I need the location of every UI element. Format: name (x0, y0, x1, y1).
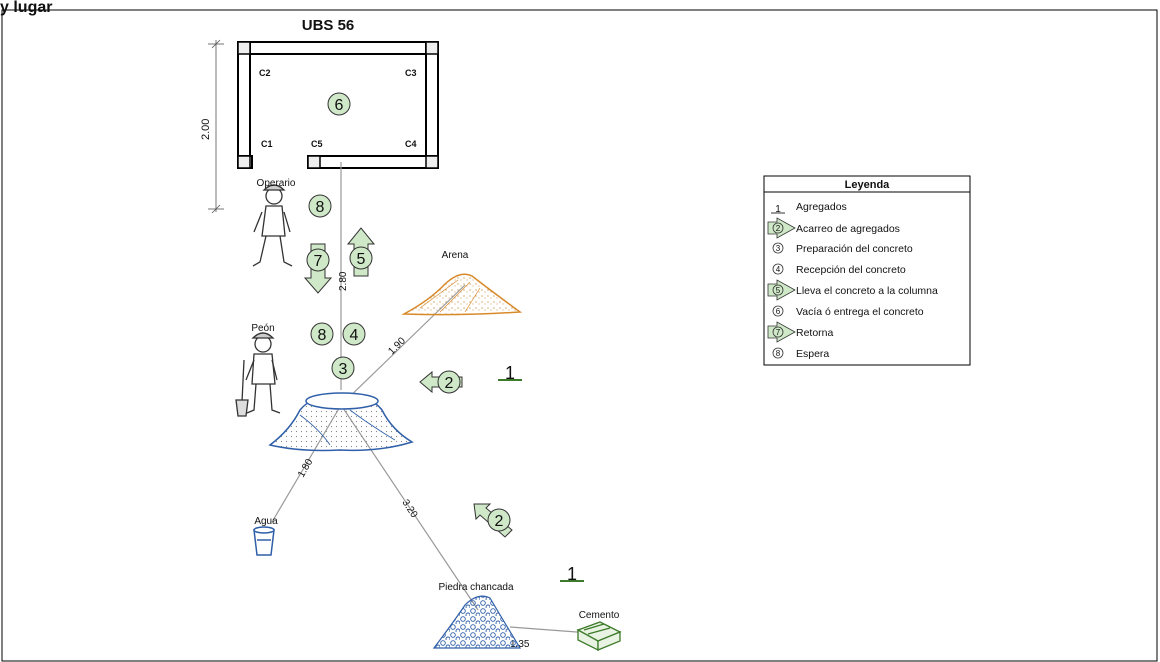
dim-label-3-20: 3.20 (399, 498, 419, 521)
svg-text:Agregados: Agregados (796, 201, 847, 213)
legend-item-1: 1 Agregados (771, 201, 847, 215)
svg-text:7: 7 (776, 328, 781, 337)
column-c1-square (237, 155, 251, 169)
peon-figure (235, 332, 281, 417)
legend-item-5: 5 Lleva el concreto a la columna (767, 279, 938, 301)
legend-title: Leyenda (845, 179, 891, 191)
svg-text:Espera: Espera (796, 348, 829, 360)
dim-label-2-80: 2.80 (338, 271, 349, 291)
svg-text:Retorna: Retorna (796, 327, 834, 339)
header-text: y lugar (0, 0, 52, 16)
svg-text:1: 1 (567, 564, 577, 584)
svg-text:Lleva el concreto a la columna: Lleva el concreto a la columna (796, 285, 938, 297)
step-marker-2-arena: 2 (419, 370, 463, 394)
piedra-label: Piedra chancada (438, 582, 513, 593)
legend-item-4: 4 Recepción del concreto (772, 263, 906, 276)
cemento-bags-icon (576, 621, 622, 652)
legend-item-2: 2 Acarreo de agregados (767, 217, 900, 239)
svg-text:1: 1 (775, 204, 781, 215)
svg-text:Acarreo de agregados: Acarreo de agregados (796, 223, 900, 235)
column-label-c5: C5 (311, 139, 323, 149)
dim-label-1-35: 1.35 (510, 639, 530, 650)
column-c2-square (237, 41, 251, 55)
legend-item-8: 8 Espera (772, 347, 829, 360)
legend-item-7: 7 Retorna (767, 321, 834, 343)
step-marker-3: 3 (331, 356, 355, 380)
step-marker-8-top: 8 (308, 194, 332, 218)
svg-text:3: 3 (339, 361, 348, 378)
svg-text:Preparación del concreto: Preparación del concreto (796, 243, 913, 255)
mixing-pile (268, 392, 414, 452)
svg-text:8: 8 (776, 349, 781, 358)
dim-label-1-90: 1.90 (386, 335, 408, 357)
svg-text:7: 7 (314, 253, 323, 270)
svg-text:4: 4 (776, 265, 781, 274)
height-dimension: 2.00 (200, 39, 224, 214)
svg-text:8: 8 (318, 327, 327, 344)
piedra-chancada-pile (432, 595, 522, 649)
building-plan (237, 41, 439, 169)
svg-text:3: 3 (776, 244, 781, 253)
svg-text:1: 1 (505, 363, 515, 383)
dim-height-label: 2.00 (200, 119, 212, 140)
operario-figure (252, 184, 293, 267)
svg-text:5: 5 (776, 286, 781, 295)
step-marker-1-arena: 1 (498, 363, 522, 383)
column-c3-square (425, 41, 439, 55)
arena-pile (401, 273, 523, 316)
step-marker-6: 6 (327, 92, 351, 116)
column-c4-square (425, 155, 439, 169)
agua-label: Agua (254, 516, 278, 527)
outer-frame (1, 9, 1158, 662)
column-label-c4: C4 (405, 139, 417, 149)
step-marker-1-piedra: 1 (560, 564, 584, 584)
step-marker-2-piedra: 2 (473, 503, 513, 538)
step-marker-4: 4 (342, 322, 366, 346)
step-marker-5-carry-arrow: 5 (346, 227, 376, 277)
svg-text:2: 2 (776, 224, 781, 233)
agua-bucket-icon (253, 526, 275, 556)
legend-item-6: 6 Vacía ó entrega el concreto (772, 305, 924, 318)
step-marker-8-bottom: 8 (310, 322, 334, 346)
legend-item-3: 3 Preparación del concreto (772, 242, 913, 255)
svg-text:6: 6 (776, 307, 781, 316)
legend: Leyenda 1 Agregados 2 Acarreo de agregad… (763, 175, 971, 366)
column-label-c1: C1 (261, 139, 273, 149)
operario-label: Operario (257, 178, 296, 189)
svg-text:Vacía ó entrega el concreto: Vacía ó entrega el concreto (796, 306, 924, 318)
plan-title: UBS 56 (302, 17, 355, 34)
svg-text:2: 2 (445, 375, 454, 392)
column-label-c3: C3 (405, 68, 417, 78)
cemento-label: Cemento (579, 610, 620, 621)
dim-label-1-80: 1.80 (296, 457, 315, 480)
svg-text:Recepción del concreto: Recepción del concreto (796, 264, 906, 276)
step-marker-7-return-arrow: 7 (303, 243, 333, 294)
svg-text:5: 5 (357, 251, 366, 268)
column-c5-square (307, 155, 321, 169)
svg-text:2: 2 (495, 513, 504, 530)
column-label-c2: C2 (259, 68, 271, 78)
svg-text:6: 6 (335, 97, 344, 114)
arena-label: Arena (442, 250, 469, 261)
svg-text:4: 4 (350, 327, 359, 344)
svg-text:8: 8 (316, 199, 325, 216)
peon-label: Peón (251, 323, 274, 334)
